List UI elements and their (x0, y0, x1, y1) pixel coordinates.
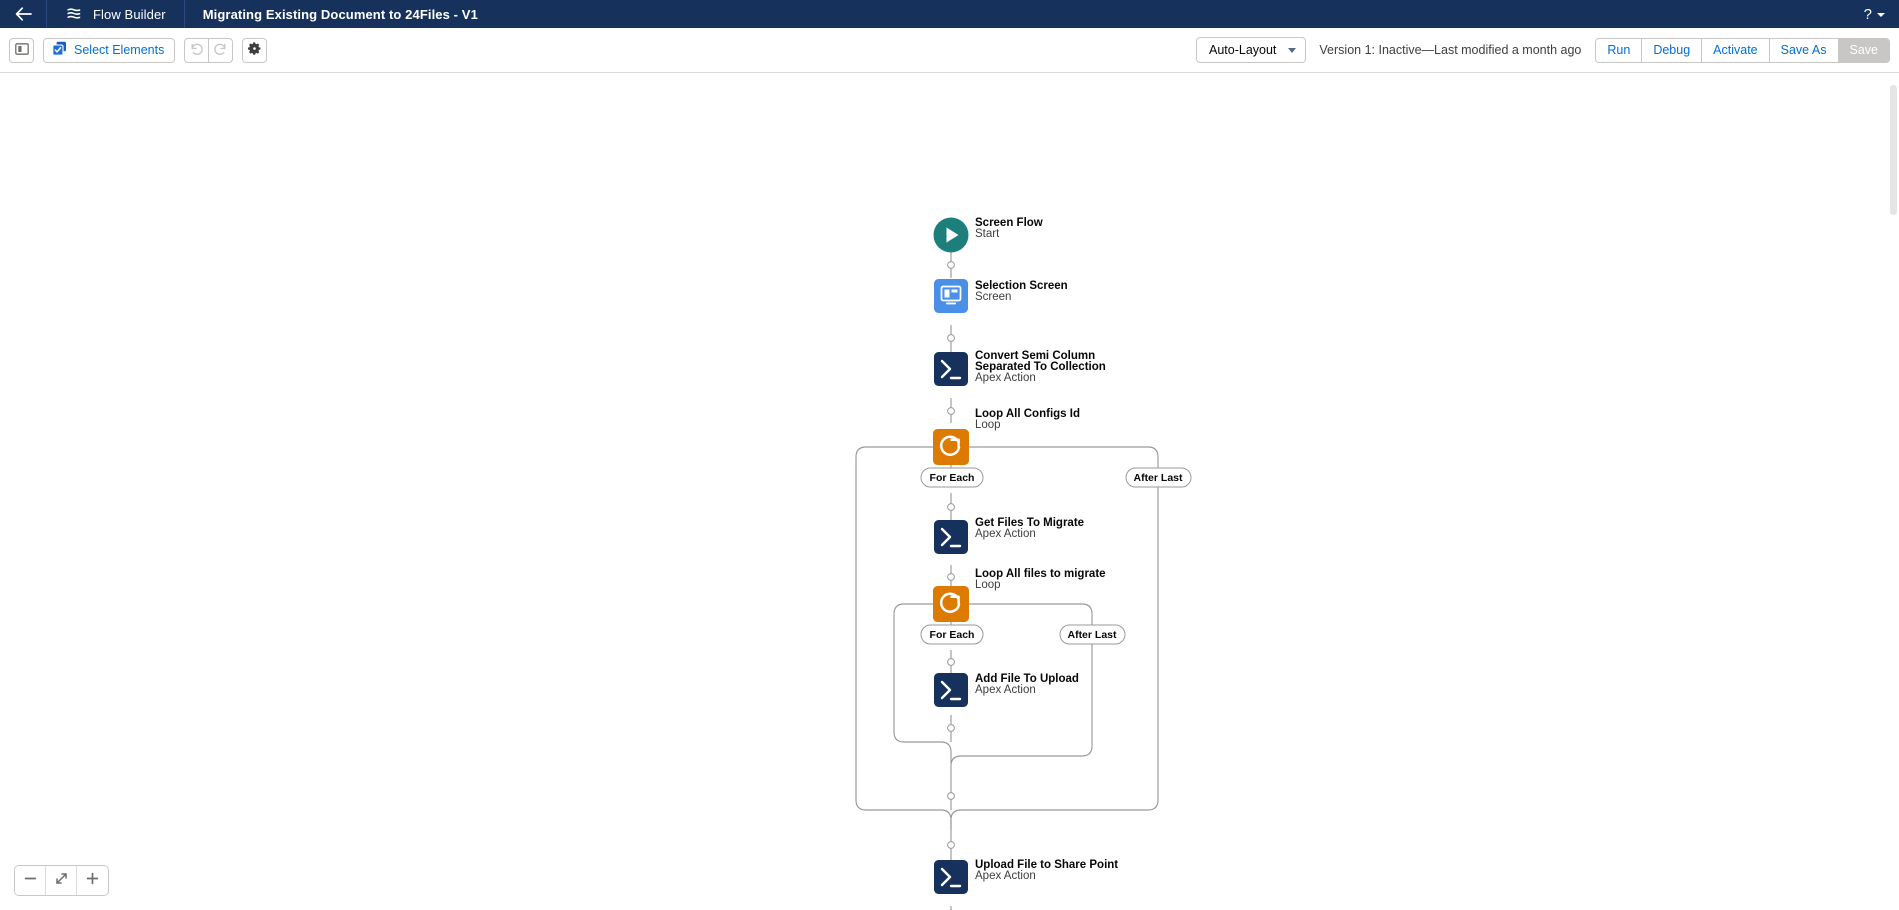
play-glyph (946, 227, 959, 243)
chevron-down-icon (1877, 13, 1885, 17)
node-subtitle-loop1: Loop (975, 419, 1001, 431)
apex-terminal-glyph (940, 680, 962, 701)
branch-label-inner-for-each: For Each (930, 629, 975, 641)
back-button[interactable] (0, 0, 46, 28)
flow-builder-logo-icon (65, 5, 83, 23)
zoom-out-button[interactable] (15, 866, 46, 895)
activate-button[interactable]: Activate (1701, 37, 1770, 63)
undo-icon (189, 42, 204, 59)
node-title-apex1-line2: Separated To Collection (975, 361, 1106, 373)
flow-node-add-file-to-upload[interactable]: Add File To Upload Apex Action (934, 673, 1079, 707)
flow-builder-brand[interactable]: Flow Builder (47, 0, 184, 28)
undo-button[interactable] (184, 37, 210, 63)
select-elements-label: Select Elements (74, 43, 165, 57)
header-divider-1 (46, 0, 47, 28)
flow-node-upload-file-sharepoint[interactable]: Upload File to Share Point Apex Action (934, 859, 1118, 894)
plus-icon (85, 871, 100, 891)
branch-pill-outer-after-last[interactable]: After Last (1125, 467, 1192, 488)
node-title-loop1: Loop All Configs Id (975, 408, 1080, 420)
layout-mode-label: Auto-Layout (1208, 43, 1277, 57)
panel-toggle-icon (14, 42, 29, 58)
redo-icon (213, 42, 228, 59)
settings-button[interactable] (242, 37, 268, 63)
screen-glyph (940, 285, 962, 305)
gear-icon (247, 41, 262, 59)
run-button[interactable]: Run (1595, 37, 1643, 63)
app-header: Flow Builder Migrating Existing Document… (0, 0, 1899, 28)
node-subtitle-start: Start (975, 228, 1000, 240)
node-subtitle-apex1: Apex Action (975, 372, 1036, 384)
panel-toggle-button[interactable] (9, 37, 34, 63)
question-mark-icon: ? (1863, 5, 1872, 23)
flow-node-get-files-to-migrate[interactable]: Get Files To Migrate Apex Action (934, 517, 1084, 554)
branch-pill-outer-for-each[interactable]: For Each (920, 467, 984, 488)
canvas-scrollbar-thumb[interactable] (1890, 85, 1897, 215)
loop-refresh-glyph (939, 435, 961, 456)
loop-refresh-glyph (939, 592, 961, 613)
node-subtitle-screen: Screen (975, 291, 1011, 303)
node-subtitle-apex4: Apex Action (975, 870, 1036, 882)
flow-node-selection-screen[interactable]: Selection Screen Screen (934, 279, 1068, 313)
loop-icon (933, 586, 969, 622)
app-name: Flow Builder (93, 6, 166, 22)
node-title-apex3: Add File To Upload (975, 673, 1079, 685)
toolbar-left-group: Select Elements (9, 37, 268, 63)
flow-diagram: For Each After Last For Each After Last … (855, 217, 1192, 910)
save-as-button[interactable]: Save As (1768, 37, 1839, 63)
node-subtitle-apex2: Apex Action (975, 528, 1036, 540)
canvas-scrollbar[interactable] (1888, 73, 1899, 910)
debug-button[interactable]: Debug (1641, 37, 1703, 63)
header-divider-2 (183, 0, 185, 28)
toolbar-actions: Run Debug Activate Save As Save (1595, 37, 1890, 63)
fit-to-screen-button[interactable] (46, 866, 77, 895)
node-subtitle-loop2: Loop (975, 579, 1001, 591)
redo-button[interactable] (208, 37, 234, 63)
flow-toolbar: Select Elements (0, 28, 1899, 73)
node-title-screen: Selection Screen (975, 280, 1068, 292)
branch-label-outer-for-each: For Each (930, 472, 975, 484)
node-title-loop2: Loop All files to migrate (975, 568, 1106, 580)
flow-node-loop-all-files[interactable]: Loop All files to migrate Loop (933, 568, 1106, 622)
apex-terminal-glyph (940, 527, 962, 548)
node-title-apex2: Get Files To Migrate (975, 517, 1084, 529)
branch-label-inner-after-last: After Last (1067, 629, 1117, 641)
arrow-left-icon (15, 7, 32, 21)
select-elements-button[interactable]: Select Elements (43, 37, 176, 63)
zoom-in-button[interactable] (77, 866, 108, 895)
node-subtitle-apex3: Apex Action (975, 684, 1036, 696)
flow-node-convert-semi-column[interactable]: Convert Semi Column Separated To Collect… (934, 350, 1106, 386)
flow-node-start[interactable]: Screen Flow Start (933, 217, 1043, 253)
flow-node-loop-all-configs[interactable]: Loop All Configs Id Loop (933, 408, 1080, 465)
flow-title: Migrating Existing Document to 24Files -… (202, 6, 478, 22)
flow-canvas[interactable]: For Each After Last For Each After Last … (0, 73, 1899, 910)
screen-icon (934, 279, 968, 313)
apex-terminal-glyph (940, 867, 962, 888)
action-button-group: Run Debug Activate Save As Save (1595, 37, 1890, 63)
minus-icon (23, 871, 38, 891)
chevron-down-icon (1288, 47, 1297, 53)
node-title-start: Screen Flow (975, 217, 1043, 229)
node-title-apex4: Upload File to Share Point (975, 859, 1118, 871)
version-status-text: Version 1: Inactive—Last modified a mont… (1319, 43, 1582, 57)
fit-to-screen-icon (54, 871, 69, 891)
zoom-controls (14, 865, 109, 896)
save-button: Save (1837, 37, 1890, 63)
undo-redo-group (184, 37, 234, 63)
help-menu-button[interactable]: ? (1864, 7, 1899, 22)
branch-label-outer-after-last: After Last (1133, 472, 1183, 484)
loop-icon (933, 429, 969, 465)
node-title-apex1-line1: Convert Semi Column (975, 350, 1095, 362)
branch-pill-inner-for-each[interactable]: For Each (920, 624, 984, 645)
select-elements-icon (52, 41, 67, 59)
apex-terminal-glyph (940, 359, 962, 380)
layout-mode-select[interactable]: Auto-Layout (1195, 37, 1307, 63)
branch-pill-inner-after-last[interactable]: After Last (1059, 624, 1126, 645)
